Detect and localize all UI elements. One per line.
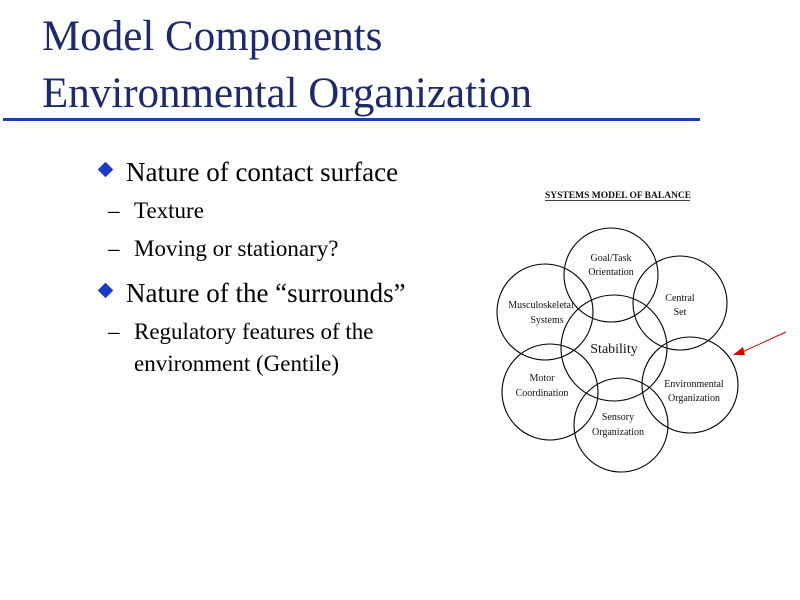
node-environmental-line2: Organization — [668, 393, 720, 404]
stability-label: Stability — [590, 342, 637, 357]
node-musculoskeletal-line2: Systems — [530, 315, 563, 326]
node-central-set-line1: Central — [665, 293, 695, 304]
circle-stability — [560, 294, 668, 402]
circle-motor — [501, 343, 599, 441]
bullet-text: Nature of the “surrounds” — [126, 278, 406, 308]
dash-marker: – — [108, 319, 120, 344]
title-line-1: Model Components — [42, 13, 383, 60]
circle-goal-task — [563, 227, 659, 323]
sub-bullet-item: – Regulatory features of the environment… — [100, 316, 420, 380]
sub-bullet-list: – Regulatory features of the environment… — [100, 316, 420, 380]
dash-marker: – — [108, 198, 120, 223]
sub-bullet-text: Moving or stationary? — [134, 236, 339, 261]
node-musculoskeletal-line1: Musculoskeletal — [508, 300, 574, 311]
diamond-bullet-icon — [97, 161, 114, 178]
diagram-heading: SYSTEMS MODEL OF BALANCE — [545, 191, 691, 201]
dash-marker: – — [108, 236, 120, 261]
systems-model-diagram: SYSTEMS MODEL OF BALANCE Stability Goal/… — [496, 191, 787, 473]
sub-bullet-text: Regulatory features of the environment (… — [134, 319, 374, 376]
node-sensory-line1: Sensory — [602, 412, 634, 423]
node-motor-line1: Motor — [530, 373, 556, 384]
diamond-bullet-icon — [97, 282, 114, 299]
bullet-text: Nature of contact surface — [126, 157, 399, 187]
node-goal-task-line2: Orientation — [588, 267, 634, 278]
node-environmental-line1: Environmental — [664, 379, 724, 390]
sub-bullet-item: – Texture — [100, 195, 420, 227]
title-line-2: Environmental Organization — [42, 70, 532, 117]
circle-environmental — [641, 336, 739, 434]
bullet-item: Nature of the “surrounds” — [97, 275, 420, 312]
circle-musculoskeletal — [496, 263, 594, 361]
sub-list-container: – Texture – Moving or stationary? — [100, 195, 420, 265]
bullet-item: Nature of contact surface — [97, 154, 420, 191]
pointer-arrow-head — [733, 347, 745, 355]
sub-bullet-text: Texture — [134, 198, 204, 223]
node-motor-line2: Coordination — [516, 388, 569, 399]
node-central-set-line2: Set — [674, 307, 687, 318]
sub-list-container: – Regulatory features of the environment… — [100, 316, 420, 380]
title-underline — [3, 118, 700, 121]
pointer-arrow-shaft — [739, 331, 787, 354]
bullet-list: Nature of contact surface – Texture – Mo… — [97, 154, 420, 390]
node-sensory-line2: Organization — [592, 427, 644, 438]
circle-sensory — [573, 377, 669, 473]
node-goal-task-line1: Goal/Task — [591, 253, 632, 264]
sub-bullet-list: – Texture – Moving or stationary? — [100, 195, 420, 265]
slide-title: Model Components Environmental Organizat… — [42, 8, 532, 122]
circle-central-set — [632, 255, 728, 351]
sub-bullet-item: – Moving or stationary? — [100, 233, 420, 265]
